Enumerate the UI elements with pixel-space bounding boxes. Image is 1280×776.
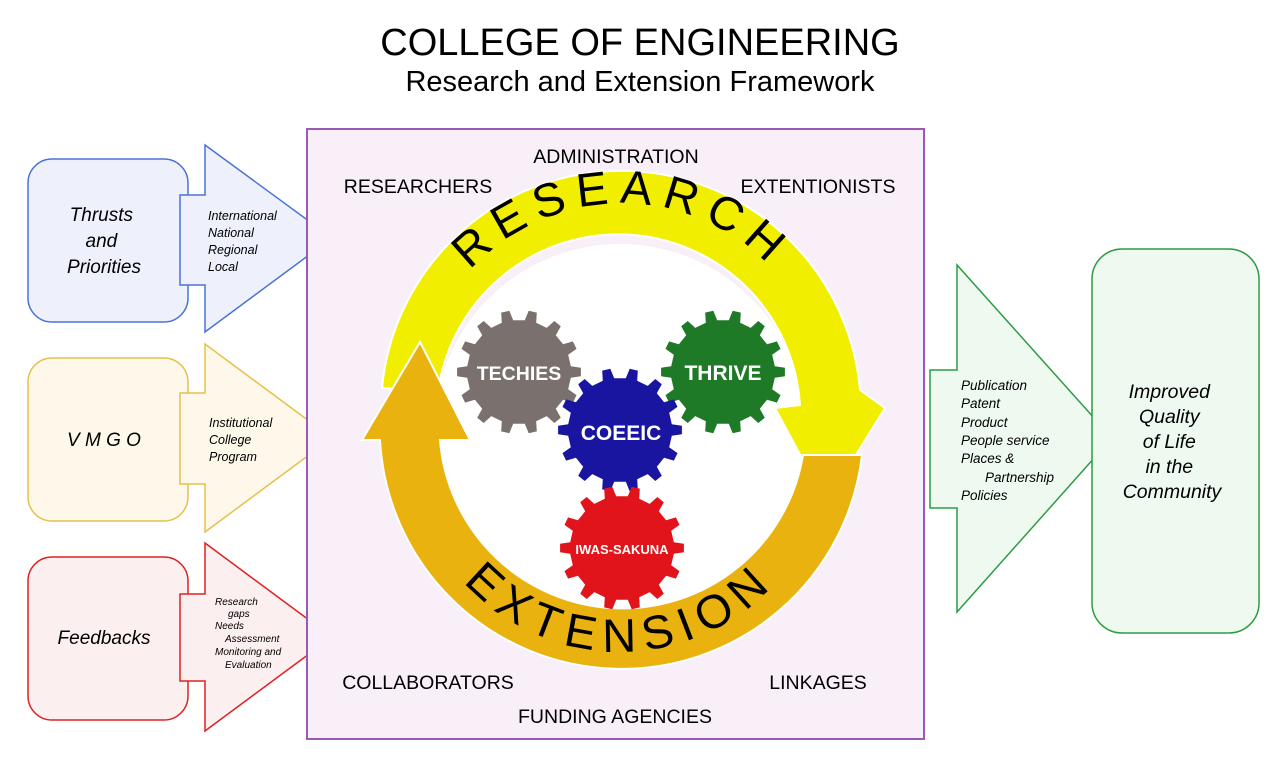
linkages-label: LINKAGES (769, 672, 867, 694)
funding-agencies-label: FUNDING AGENCIES (518, 706, 712, 728)
thrive-gear (661, 310, 785, 434)
outputs-arrow (929, 263, 1114, 614)
thrusts-label: Thrusts and Priorities (67, 205, 141, 278)
input-feedbacks-group: Feedbacks Research gaps Needs Assessment… (27, 541, 334, 733)
result-box (1091, 248, 1260, 634)
page-subtitle: Research and Extension Framework (405, 66, 875, 98)
administration-label: ADMINISTRATION (533, 146, 698, 168)
gear-iwas-shape (560, 486, 684, 610)
gear-thrive-shape (661, 310, 785, 434)
techies-gear (457, 310, 581, 434)
thrusts-items: International National Regional Local (208, 209, 280, 274)
coeeic-gear (558, 368, 682, 492)
vmgo-arrow (179, 342, 334, 534)
outputs-items: Publication Patent Product People servic… (961, 378, 1058, 503)
vmgo-label: V M G O (67, 430, 141, 451)
vmgo-items: Institutional College Program (209, 416, 276, 464)
input-thrusts-group: Thrusts and Priorities International Nat… (27, 143, 334, 334)
research-arrow (380, 169, 887, 505)
iwas-sakuna-gear (560, 486, 684, 610)
gear-coeeic-shape (558, 368, 682, 492)
feedbacks-arrow (179, 541, 334, 733)
iwas-sakuna-label: IWAS-SAKUNA (575, 542, 669, 557)
extentionists-label: EXTENTIONISTS (741, 176, 896, 198)
feedbacks-items: Research gaps Needs Assessment Monitorin… (215, 597, 284, 671)
techies-label: TECHIES (477, 363, 562, 385)
collaborators-label: COLLABORATORS (342, 672, 514, 694)
thrusts-arrow (179, 143, 334, 334)
feedbacks-label: Feedbacks (58, 628, 151, 649)
extension-arrow (360, 339, 864, 670)
gear-techies-shape (457, 310, 581, 434)
page-title: COLLEGE OF ENGINEERING (380, 22, 900, 64)
coeeic-label: COEEIC (581, 422, 662, 445)
result-label: Improved Quality of Life in the Communit… (1123, 381, 1223, 503)
researchers-label: RESEARCHERS (344, 176, 492, 198)
thrive-label: THRIVE (684, 362, 761, 385)
input-vmgo-group: V M G O Institutional College Program (27, 342, 334, 534)
